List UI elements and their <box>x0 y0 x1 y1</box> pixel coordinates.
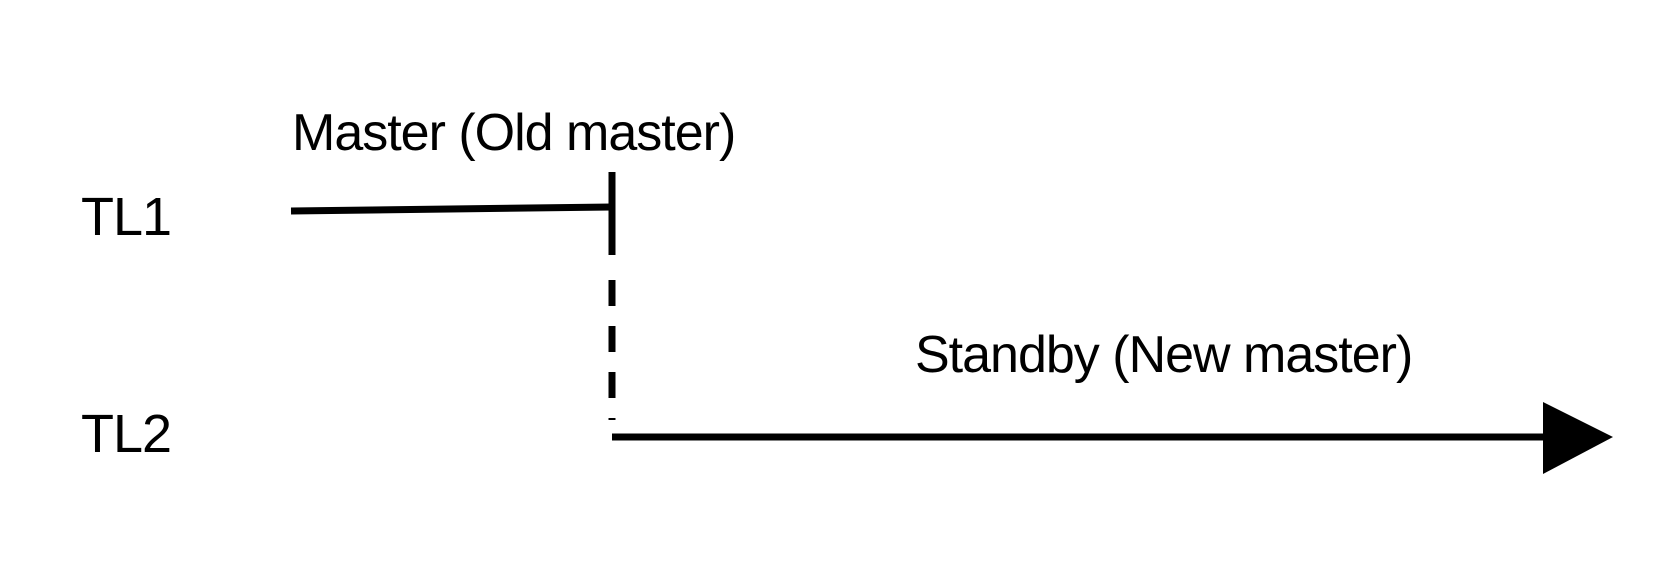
timeline-label-tl1: TL1 <box>81 187 172 247</box>
old-master-caption: Master (Old master) <box>292 104 736 162</box>
tl2-arrowhead-icon <box>1543 402 1613 474</box>
new-master-caption: Standby (New master) <box>915 326 1413 384</box>
timeline-label-tl2: TL2 <box>81 404 172 464</box>
tl1-line <box>290 203 613 215</box>
